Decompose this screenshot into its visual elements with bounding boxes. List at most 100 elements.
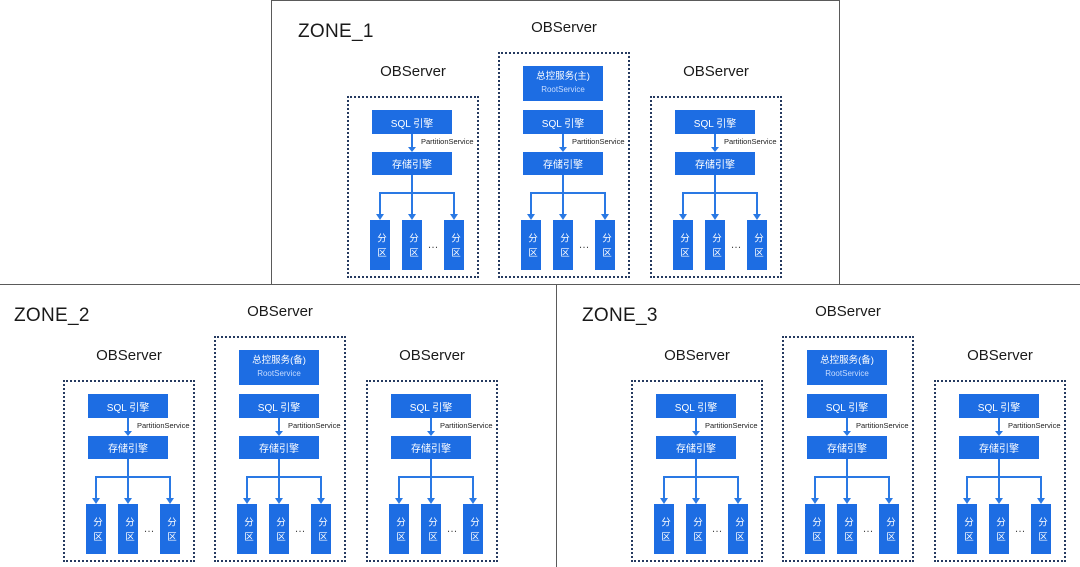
arrowhead [734,498,742,504]
partition-service-label: PartitionService [572,137,625,146]
engine-stack: SQL 引擎 PartitionService 存储引擎 分区 分区 … 分区 [349,110,477,272]
storage-engine-block: 存储引擎 [656,436,736,459]
partition-service-label: PartitionService [856,421,909,430]
partition-block: 分区 [837,504,857,554]
storage-engine-block: 存储引擎 [959,436,1039,459]
ellipsis: … [862,523,874,535]
arrowhead [995,498,1003,504]
engine-stack: SQL 引擎 PartitionService 存储引擎 分区 分区 … 分区 [784,394,912,556]
arrowhead [450,214,458,220]
arrowhead [811,498,819,504]
observer-label: OBServer [380,63,446,80]
arrowhead [995,431,1003,436]
partition-service-label: PartitionService [440,421,493,430]
partition-label: 分区 [468,517,479,546]
zone-title: ZONE_2 [14,305,90,326]
partition-block: 分区 [160,504,180,554]
storage-engine-block: 存储引擎 [239,436,319,459]
storage-to-partitions-tree [682,174,758,215]
ellipsis: … [711,523,723,535]
observer-node-right: SQL 引擎 PartitionService 存储引擎 分区 分区 … 分区 [366,380,498,562]
sql-engine-block: SQL 引擎 [675,110,755,134]
arrowhead [885,498,893,504]
arrowhead [660,498,668,504]
connector-arrows [527,133,609,220]
partition-label: 分区 [123,517,134,546]
ellipsis: … [427,239,439,251]
observer-node-left: SQL 引擎 PartitionService 存储引擎 分区 分区 … 分区 [63,380,195,562]
partition-label: 分区 [600,233,611,262]
sql-engine-block: SQL 引擎 [656,394,736,418]
sql-engine-block: SQL 引擎 [523,110,603,134]
partition-block: 分区 [805,504,825,554]
partition-label: 分区 [752,233,763,262]
ellipsis: … [143,523,155,535]
partition-label: 分区 [165,517,176,546]
root-service-title: 总控服务(备) [820,355,874,366]
partition-label: 分区 [659,517,670,546]
partition-block: 分区 [370,220,390,270]
partition-block: 分区 [311,504,331,554]
zone-title: ZONE_3 [582,305,658,326]
arrowhead [408,214,416,220]
partition-service-label: PartitionService [137,421,190,430]
partition-label: 分区 [274,517,285,546]
engine-stack: SQL 引擎 PartitionService 存储引擎 分区 分区 … 分区 [216,394,344,556]
storage-to-partitions-tree [966,458,1042,499]
observer-label: OBServer [247,303,313,320]
sql-engine-block: SQL 引擎 [391,394,471,418]
connector-arrows [811,417,893,504]
observer-label: OBServer [531,19,597,36]
partition-block: 分区 [957,504,977,554]
partition-block: 分区 [673,220,693,270]
zone-3-frame [556,284,1080,567]
root-service-subtitle: RootService [825,369,869,378]
partition-label: 分区 [375,233,386,262]
engine-stack: SQL 引擎 PartitionService 存储引擎 分区 分区 … 分区 [65,394,193,556]
partition-block: 分区 [237,504,257,554]
root-service-subtitle: RootService [257,369,301,378]
partition-block: 分区 [686,504,706,554]
arrowhead [376,214,384,220]
partition-block: 分区 [389,504,409,554]
partition-label: 分区 [710,233,721,262]
engine-stack: SQL 引擎 PartitionService 存储引擎 分区 分区 … 分区 [936,394,1064,556]
root-service-subtitle: RootService [541,85,585,94]
arrowhead [427,431,435,436]
root-service-block: 总控服务(主) RootService [523,66,603,101]
partition-block: 分区 [654,504,674,554]
arrowhead [711,214,719,220]
arrowhead [166,498,174,504]
partition-block: 分区 [269,504,289,554]
zone-2: ZONE_2 OBServer SQL 引擎 PartitionService … [0,284,556,567]
arrowhead [469,498,477,504]
arrowhead [395,498,403,504]
engine-stack: SQL 引擎 PartitionService 存储引擎 分区 分区 … 分区 [633,394,761,556]
observer-node-right: SQL 引擎 PartitionService 存储引擎 分区 分区 … 分区 [650,96,782,278]
root-service-block: 总控服务(备) RootService [807,350,887,385]
storage-to-partitions-tree [530,174,606,215]
zone-3: ZONE_3 OBServer SQL 引擎 PartitionService … [568,284,1080,567]
root-service-block: 总控服务(备) RootService [239,350,319,385]
arrowhead [692,431,700,436]
storage-engine-block: 存储引擎 [675,152,755,175]
partition-label: 分区 [810,517,821,546]
partition-block: 分区 [1031,504,1051,554]
partition-block: 分区 [463,504,483,554]
storage-engine-block: 存储引擎 [88,436,168,459]
arrowhead [559,147,567,152]
arrowhead [317,498,325,504]
partition-block: 分区 [747,220,767,270]
root-service-title: 总控服务(备) [252,355,306,366]
observer-node-left: SQL 引擎 PartitionService 存储引擎 分区 分区 … 分区 [347,96,479,278]
sql-engine-block: SQL 引擎 [959,394,1039,418]
sql-engine-block: SQL 引擎 [807,394,887,418]
partition-label: 分区 [558,233,569,262]
arrowhead [124,498,132,504]
partition-service-label: PartitionService [724,137,777,146]
ellipsis: … [730,239,742,251]
partition-label: 分区 [994,517,1005,546]
storage-engine-block: 存储引擎 [391,436,471,459]
arrowhead [1037,498,1045,504]
arrowhead [275,431,283,436]
